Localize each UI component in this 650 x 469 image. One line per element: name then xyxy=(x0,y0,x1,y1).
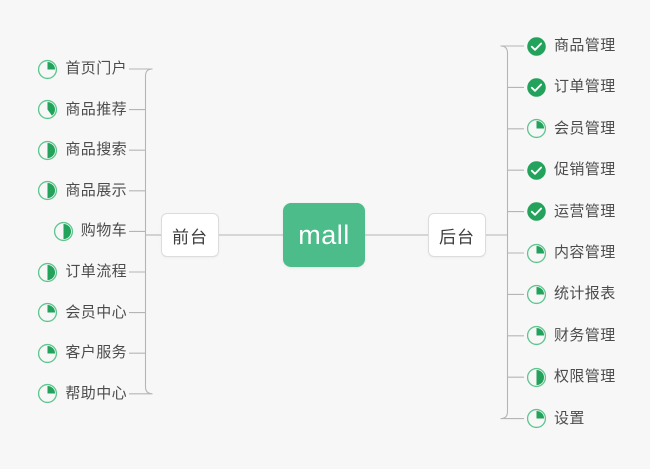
backend-leaf-label: 权限管理 xyxy=(554,368,616,386)
check-circle-icon xyxy=(527,160,546,180)
frontend-leaf-item[interactable]: 客户服务 xyxy=(37,340,127,366)
pie-progress-icon xyxy=(526,243,547,263)
pie-progress-icon xyxy=(526,284,547,304)
backend-leaf-item[interactable]: 运营管理 xyxy=(526,199,616,225)
backend-leaf-label: 设置 xyxy=(554,409,585,427)
frontend-leaf-label: 购物车 xyxy=(80,222,127,240)
pie-progress-icon xyxy=(38,140,58,160)
root-node-label: mall xyxy=(298,219,350,250)
backend-leaf-label: 会员管理 xyxy=(554,119,616,137)
pie-progress-icon xyxy=(38,181,58,201)
backend-leaf-item[interactable]: 会员管理 xyxy=(526,116,616,142)
pie-progress-icon xyxy=(53,221,73,241)
pie-progress-icon xyxy=(526,367,547,387)
backend-leaf-item[interactable]: 统计报表 xyxy=(526,281,616,307)
frontend-leaf-label: 商品推荐 xyxy=(65,100,127,118)
branch-node-frontend-label: 前台 xyxy=(172,227,208,247)
backend-leaf-item[interactable]: 权限管理 xyxy=(526,364,616,390)
pie-progress-icon xyxy=(38,262,58,282)
backend-leaf-label: 运营管理 xyxy=(554,202,616,220)
backend-leaf-item[interactable]: 订单管理 xyxy=(526,74,616,100)
check-circle-icon xyxy=(527,78,546,97)
backend-leaf-label: 内容管理 xyxy=(554,244,616,261)
branch-node-backend-label: 后台 xyxy=(439,227,475,247)
pie-progress-icon xyxy=(38,303,58,323)
frontend-leaf-item[interactable]: 帮助中心 xyxy=(37,381,127,407)
pie-progress-icon xyxy=(526,326,547,346)
frontend-leaf-item[interactable]: 商品展示 xyxy=(37,178,127,204)
frontend-leaf-label: 商品搜索 xyxy=(65,141,127,159)
frontend-leaf-label: 订单流程 xyxy=(65,263,127,280)
frontend-leaf-label: 客户服务 xyxy=(65,344,127,362)
backend-leaf-label: 促销管理 xyxy=(554,161,616,179)
backend-leaf-label: 订单管理 xyxy=(554,78,616,96)
pie-progress-icon xyxy=(38,384,58,404)
pie-progress-icon xyxy=(526,119,547,139)
frontend-leaf-item[interactable]: 首页门户 xyxy=(37,56,127,82)
pie-progress-icon xyxy=(38,343,58,363)
backend-leaf-item[interactable]: 促销管理 xyxy=(526,157,616,183)
frontend-leaf-item[interactable]: 购物车 xyxy=(53,218,127,244)
backend-leaf-label: 财务管理 xyxy=(554,326,616,344)
pie-progress-icon xyxy=(526,409,547,429)
backend-leaf-item[interactable]: 财务管理 xyxy=(526,323,616,349)
backend-leaf-item[interactable]: 设置 xyxy=(526,406,585,432)
frontend-leaf-label: 帮助中心 xyxy=(65,384,127,402)
root-node-mall[interactable]: mall xyxy=(283,203,365,267)
frontend-leaf-item[interactable]: 商品搜索 xyxy=(37,137,127,163)
check-circle-icon xyxy=(527,202,546,221)
frontend-leaf-label: 商品展示 xyxy=(65,181,127,199)
pie-progress-icon xyxy=(38,59,58,79)
frontend-leaf-label: 首页门户 xyxy=(65,60,127,77)
frontend-leaf-label: 会员中心 xyxy=(65,303,127,321)
frontend-leaf-item[interactable]: 订单流程 xyxy=(37,259,127,285)
backend-leaf-label: 商品管理 xyxy=(554,37,616,54)
pie-progress-icon xyxy=(38,100,58,120)
backend-leaf-label: 统计报表 xyxy=(554,285,616,303)
branch-node-frontend[interactable]: 前台 xyxy=(161,213,219,257)
backend-leaf-item[interactable]: 内容管理 xyxy=(526,240,616,266)
frontend-leaf-item[interactable]: 商品推荐 xyxy=(37,97,127,123)
branch-node-backend[interactable]: 后台 xyxy=(428,213,486,257)
backend-leaf-item[interactable]: 商品管理 xyxy=(526,33,616,59)
frontend-leaf-item[interactable]: 会员中心 xyxy=(37,300,127,326)
check-circle-icon xyxy=(527,36,546,56)
